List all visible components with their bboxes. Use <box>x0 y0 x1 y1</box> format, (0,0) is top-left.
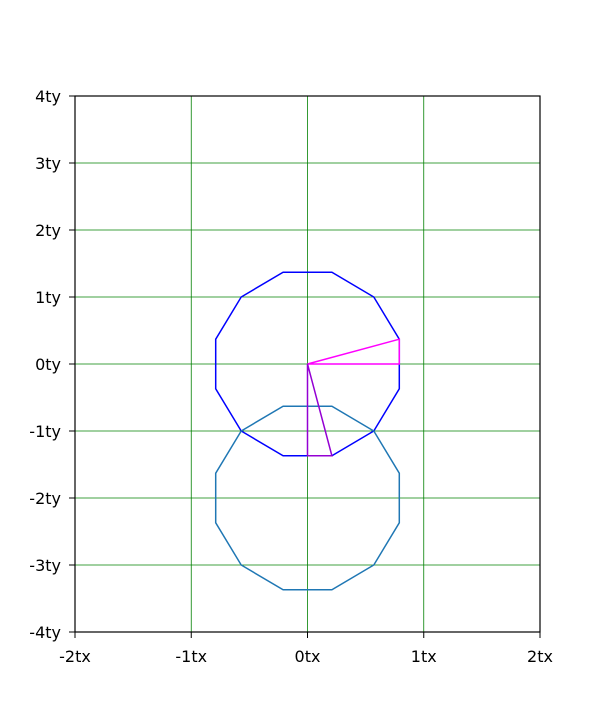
y-tick-label: 2ty <box>35 221 61 240</box>
series-line-2 <box>214 405 401 591</box>
x-axis-ticks: -2tx -1tx 0tx 1tx 2tx <box>59 632 553 666</box>
x-tick-label: -1tx <box>175 647 207 666</box>
y-tick-label: 1ty <box>35 288 61 307</box>
x-tick-label: 1tx <box>411 647 437 666</box>
y-tick-label: 0ty <box>35 355 61 374</box>
y-tick-label: -2ty <box>29 489 61 508</box>
y-tick-label: -1ty <box>29 422 61 441</box>
y-axis-ticks: 4ty 3ty 2ty 1ty 0ty -1ty -2ty -3ty -4ty <box>29 87 75 642</box>
x-tick-label: -2tx <box>59 647 91 666</box>
y-tick-label: 4ty <box>35 87 61 106</box>
x-tick-label: 0tx <box>295 647 321 666</box>
y-tick-label: -3ty <box>29 556 61 575</box>
plot-series <box>214 271 401 591</box>
series-line-4 <box>306 363 333 457</box>
y-tick-label: -4ty <box>29 623 61 642</box>
x-tick-label: 2tx <box>527 647 553 666</box>
series-line-3 <box>307 338 401 365</box>
y-tick-label: 3ty <box>35 154 61 173</box>
